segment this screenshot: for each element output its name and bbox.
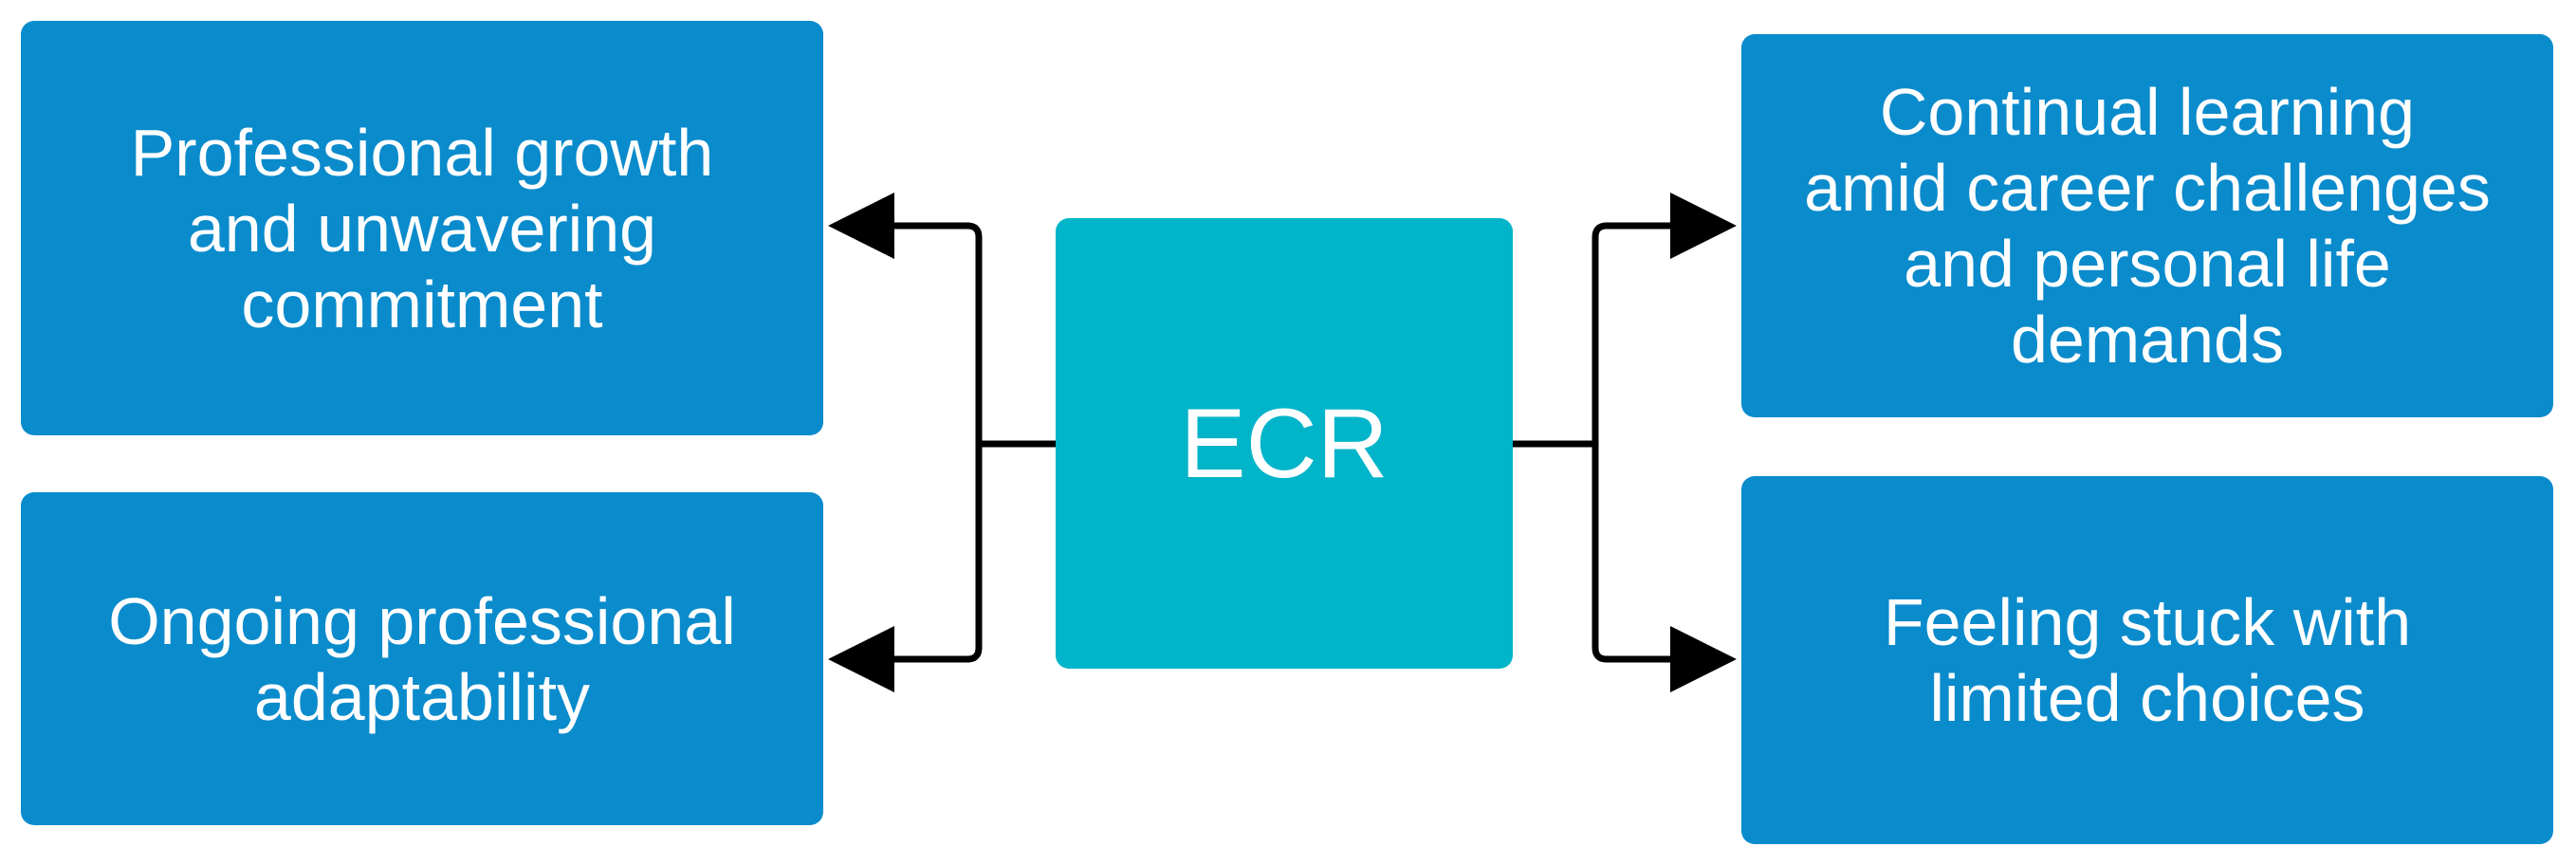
node-professional-growth: Professional growth and unwavering commi… [21, 21, 823, 435]
node-feeling-stuck: Feeling stuck with limited choices [1741, 476, 2553, 844]
node-label: Ongoing professional adaptability [108, 583, 736, 734]
node-label: ECR [1180, 388, 1389, 499]
connector-right-spine [1592, 222, 1608, 663]
node-continual-learning: Continual learning amid career challenge… [1741, 34, 2553, 417]
node-label: Professional growth and unwavering commi… [130, 115, 714, 341]
node-ecr-center: ECR [1056, 218, 1513, 669]
node-professional-adaptability: Ongoing professional adaptability [21, 492, 823, 825]
connector-left-spine [966, 222, 983, 663]
node-label: Feeling stuck with limited choices [1883, 585, 2412, 735]
node-label: Continual learning amid career challenge… [1804, 75, 2491, 377]
